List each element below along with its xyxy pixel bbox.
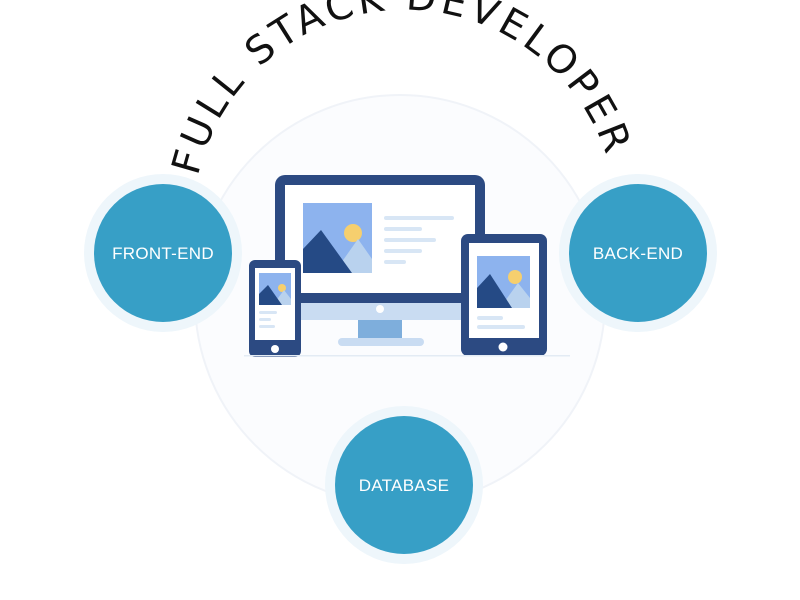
front-end-node: FRONT-END [84,174,242,332]
database-node: DATABASE [325,406,483,564]
smartphone-icon [249,260,301,357]
text-placeholder-lines [384,216,454,264]
back-end-label: BACK-END [593,244,683,263]
front-end-label: FRONT-END [112,244,214,263]
floor-line [244,355,570,357]
back-end-node: BACK-END [559,174,717,332]
database-label: DATABASE [359,476,450,495]
tablet-icon [461,234,547,356]
desktop-monitor-icon [275,175,485,346]
image-placeholder-icon [303,203,372,273]
